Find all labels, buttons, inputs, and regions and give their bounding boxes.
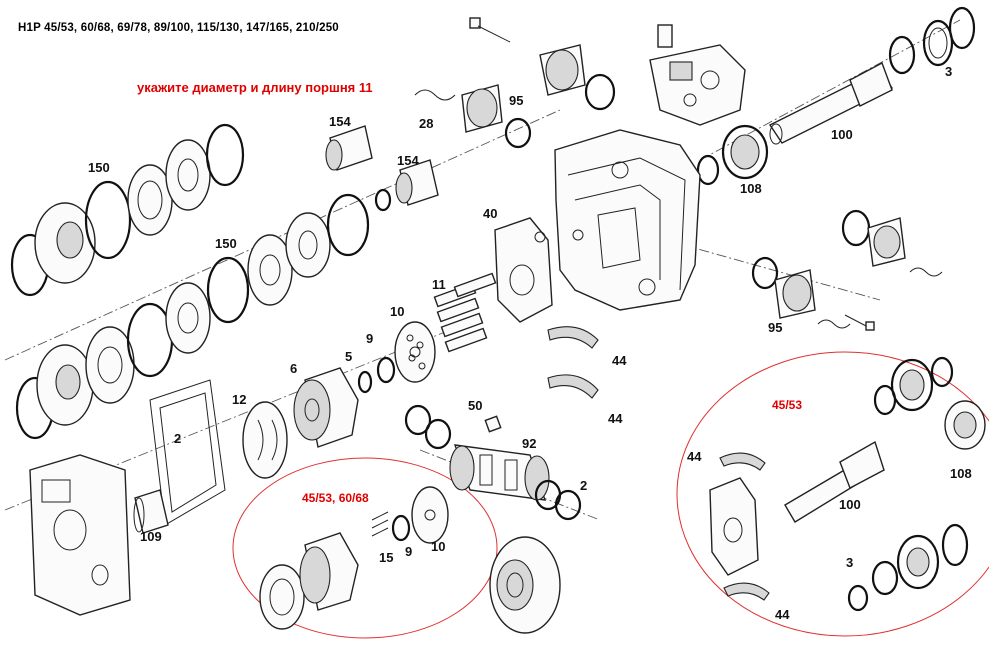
callout-15: 15 [379,550,394,565]
part-28-clip [414,89,456,101]
oring-servo-a [404,404,432,436]
callout-44-upper: 44 [612,353,627,368]
callout-154-lower: 154 [397,153,419,168]
part-2-gasket [149,379,226,526]
part-2-oring [554,489,582,521]
part-12-valve-plate [242,401,288,479]
callout-100-detail: 100 [839,497,861,512]
piston-note: укажите диаметр и длину поршня 11 [137,80,373,95]
callout-100-upper: 100 [831,127,853,142]
callout-2-oring: 2 [580,478,588,493]
callout-10: 10 [390,304,405,319]
detail-ellipse-left [232,457,498,639]
oring-95 [504,117,532,149]
screw-top [469,17,511,43]
callout-10-detail: 10 [431,539,446,554]
detail-right-parts [709,356,986,612]
callout-3-top: 3 [945,64,953,79]
part-108-bearing-upper [696,124,769,186]
callout-9-detail: 9 [405,544,413,559]
callout-5: 5 [345,349,353,364]
callout-108-upper: 108 [740,181,762,196]
callout-92: 92 [522,436,537,451]
charge-pump-right [751,209,943,331]
detail-ellipse-right [676,351,989,637]
callout-108-detail: 108 [950,466,972,481]
callout-44-detail-upper: 44 [687,449,702,464]
callout-28: 28 [419,116,434,131]
callout-44-detail-lower: 44 [775,607,790,622]
detail-label-right: 45/53 [772,398,803,412]
detail-left-parts [259,486,449,630]
control-module [649,24,746,126]
part-5-ring [357,370,373,394]
part-6-cylinder-block [293,367,359,448]
part-150-lower-group [15,193,370,440]
part-100-shaft-upper [768,35,916,145]
part-40-swashplate [494,217,553,323]
pump-housing [554,129,701,311]
part-109-sleeve [133,489,169,534]
part-11-pistons [433,272,497,353]
callout-95-lower: 95 [768,320,783,335]
part-92-servo [449,444,550,501]
callout-2-gasket: 2 [174,431,182,446]
callout-44-lower: 44 [608,411,623,426]
oring-top [584,73,616,111]
callout-150-upper: 150 [88,160,110,175]
callout-109: 109 [140,529,162,544]
part-154-lower [374,159,439,212]
part-50-block [484,415,502,433]
callout-40: 40 [483,206,498,221]
end-cover [29,454,131,616]
callout-154-upper: 154 [329,114,351,129]
part-44-bearing-lower [547,374,599,399]
callout-50: 50 [468,398,483,413]
oring-servo-b [424,418,452,450]
axis-line-upper [4,109,561,361]
part-44-bearing-upper [547,326,599,349]
part-3-seal-top [922,6,976,67]
callout-11: 11 [432,277,446,292]
callout-12: 12 [232,392,247,407]
part-10-retainer [394,321,436,383]
callout-150-lower: 150 [215,236,237,251]
part-150-upper-group [10,123,245,297]
page-title: H1P 45/53, 60/68, 69/78, 89/100, 115/130… [18,22,339,34]
callout-9: 9 [366,331,374,346]
rear-bearing-hub [489,536,561,634]
callout-6: 6 [290,361,298,376]
callout-3-detail: 3 [846,555,854,570]
part-154-upper [325,125,373,171]
detail-label-left: 45/53, 60/68 [302,491,369,505]
part-95-charge-valve-top [461,44,586,133]
callout-95-top: 95 [509,93,524,108]
part-9-ring [376,356,396,384]
